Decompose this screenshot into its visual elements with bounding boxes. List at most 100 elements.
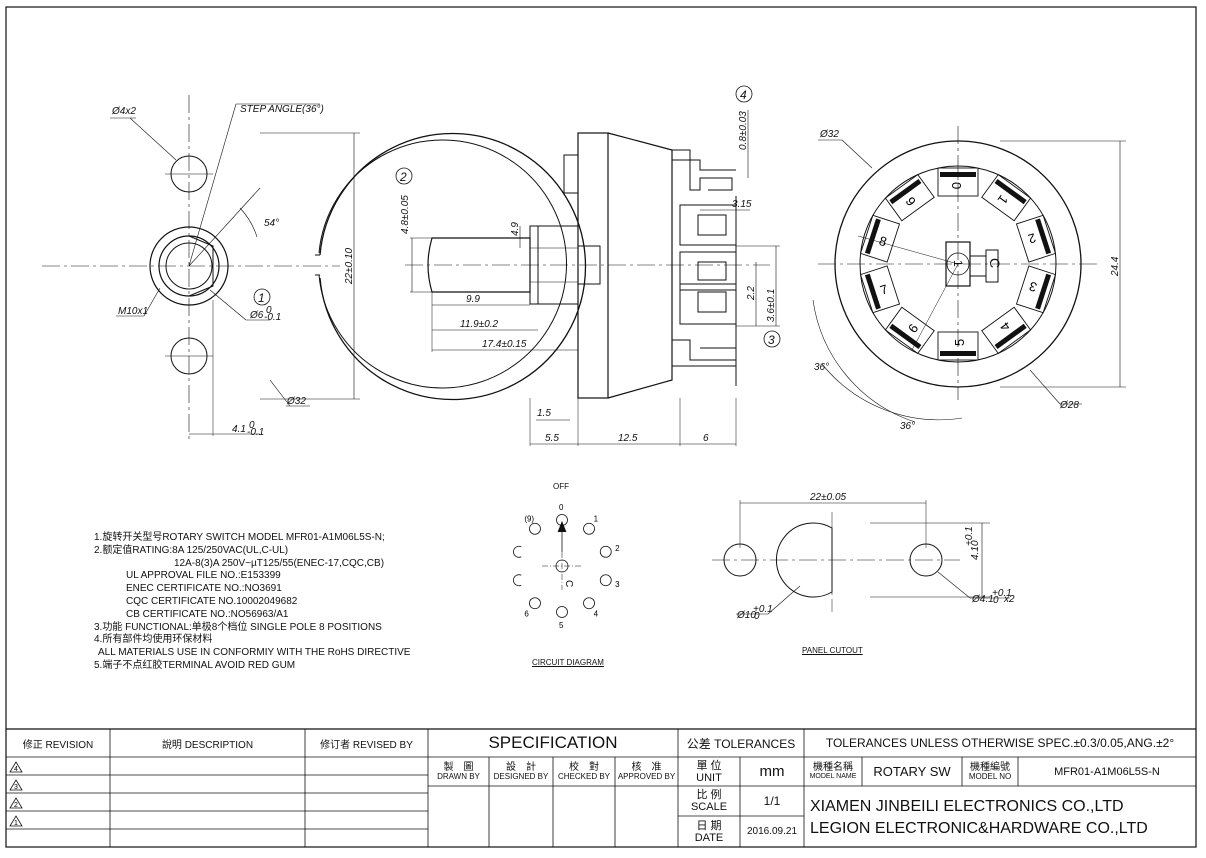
rear-inner-label: Ø28 <box>1059 400 1079 411</box>
panel-small-hole-label: Ø4.1 <box>971 594 994 605</box>
tolerances-text: TOLERANCES UNLESS OTHERWISE SPEC.±0.3/0.… <box>825 736 1175 750</box>
circuit-label-1: 1 <box>594 514 599 523</box>
front-shaft-tol: -0.1 <box>264 312 281 323</box>
svg-text:3: 3 <box>1027 279 1039 296</box>
rear-contact-3: 3 <box>1015 265 1057 314</box>
rear-center-label: C <box>987 258 1003 268</box>
circuit-label-9: (9) <box>524 514 534 523</box>
front-dia-label: Ø32 <box>286 396 306 407</box>
front-flat-tol-up: 0 <box>249 420 255 431</box>
rear-contact-7: 7 <box>859 265 901 314</box>
svg-text:7: 7 <box>878 281 890 298</box>
note-2a: 12A-8(3)A 250V~µT125/55(ENEC-17,CQC,CB) <box>174 557 385 569</box>
circuit-label-5: 5 <box>559 621 564 630</box>
circuit-center-label: C <box>563 580 574 587</box>
company-name-2: LEGION ELECTRONIC&HARDWARE CO.,LTD <box>810 820 1148 837</box>
front-view <box>42 95 587 440</box>
note-2d: CQC CERTIFICATE NO.10002049682 <box>126 595 298 607</box>
front-flat-tol: -0.1 <box>247 427 264 438</box>
company-name-1: XIAMEN JINBEILI ELECTRONICS CO.,LTD <box>810 798 1124 815</box>
circuit-open-contact-2 <box>513 545 522 558</box>
circuit-label-4: 4 <box>594 610 599 619</box>
model-no-value: MFR01-A1M06L5S-N <box>1054 765 1160 778</box>
front-shaft-tol-up: 0 <box>266 305 272 316</box>
circuit-label-2: 2 <box>615 544 620 553</box>
side-dim-9-9: 9.9 <box>466 294 480 305</box>
front-angle-label: 54° <box>264 218 279 229</box>
rear-view <box>812 126 1126 423</box>
svg-text:8: 8 <box>877 233 889 250</box>
svg-text:2: 2 <box>14 802 18 809</box>
scale-value: 1/1 <box>763 794 781 808</box>
side-callout-2: 2 <box>395 167 413 185</box>
panel-cutout-drawing <box>712 500 1010 615</box>
side-dim-12-5: 12.5 <box>618 433 638 444</box>
circuit-contact-9 <box>529 522 541 535</box>
note-3: 3.功能 FUNCTIONAL:单极8个档位 SINGLE POLE 8 POS… <box>94 621 382 633</box>
revision-mark-2: 2 <box>8 795 24 810</box>
circuit-open-contact-1 <box>513 574 522 587</box>
description-header: 說明 DESCRIPTION <box>161 739 254 751</box>
svg-text:0: 0 <box>949 182 964 189</box>
rear-contact-5: 5 <box>937 331 979 361</box>
side-dim-17-4: 17.4±0.15 <box>482 339 527 350</box>
side-dim-3-15: 3.15 <box>732 199 752 210</box>
circuit-contact-4 <box>583 597 595 610</box>
svg-text:1: 1 <box>951 260 965 267</box>
panel-width-label: 22±0.05 <box>809 492 847 503</box>
note-2b: UL APPROVAL FILE NO.:E153399 <box>126 570 281 582</box>
model-name-value: ROTARY SW <box>873 764 951 779</box>
svg-text:2: 2 <box>399 170 407 184</box>
revision-mark-1: 1 <box>8 813 24 828</box>
svg-text:3: 3 <box>768 333 775 347</box>
panel-height-tol-up: +0.1 <box>964 526 975 546</box>
front-height-label: 22±0.10 <box>344 247 355 285</box>
circuit-label-6: 6 <box>524 610 529 619</box>
rear-dia-label: Ø32 <box>819 129 839 140</box>
side-view <box>405 110 780 446</box>
side-dim-2-2: 2.2 <box>746 286 757 301</box>
svg-text:5: 5 <box>952 339 967 346</box>
note-1: 1.旋转开关型号ROTARY SWITCH MODEL MFR01-A1M06L… <box>94 532 385 543</box>
circuit-label-3: 3 <box>615 580 620 589</box>
front-callout-1: 1 <box>253 288 271 306</box>
front-thread-label: M10x1 <box>118 306 148 317</box>
front-flat-label: 4.1 <box>232 424 246 435</box>
svg-text:2: 2 <box>1026 230 1038 247</box>
revision-mark-4: 4 <box>8 759 24 774</box>
panel-big-hole-tol-up: +0.1 <box>753 604 773 615</box>
side-dim-0-8: 0.8±0.03 <box>738 111 749 150</box>
circuit-contact-0 <box>556 514 568 526</box>
svg-text:3: 3 <box>14 784 18 791</box>
note-2e: CB CERTIFICATE NO.:NO56963/A1 <box>126 608 289 620</box>
side-dim-3-6: 3.6±0.1 <box>766 289 777 322</box>
date-value: 2016.09.21 <box>746 826 798 837</box>
svg-text:1: 1 <box>14 820 18 827</box>
drawing-border <box>5 6 1197 848</box>
svg-text:4: 4 <box>14 766 18 773</box>
rear-contact-0: 0 <box>937 167 979 197</box>
circuit-caption: CIRCUIT DIAGRAM <box>532 658 604 667</box>
svg-text:4: 4 <box>740 88 747 102</box>
side-dim-6: 6 <box>703 433 709 444</box>
spec-notes: 1.旋转开关型号ROTARY SWITCH MODEL MFR01-A1M06L… <box>94 532 410 673</box>
svg-text:1: 1 <box>258 291 265 305</box>
side-dim-4-8: 4.8±0.05 <box>400 195 411 234</box>
front-hole-label: Ø4x2 <box>111 106 136 117</box>
rear-angle-a: 36° <box>814 362 829 373</box>
side-dim-4-9: 4.9 <box>510 222 521 236</box>
note-4a: ALL MATERIALS USE IN CONFORMIY WITH THE … <box>98 647 411 659</box>
rear-height-label: 24.4 <box>1110 256 1121 277</box>
rear-callout-1: 1 <box>951 260 965 267</box>
panel-big-hole-tol-dn: 0 <box>754 611 760 622</box>
side-dim-1-5: 1.5 <box>537 408 551 419</box>
revision-header: 修正 REVISION <box>22 739 94 751</box>
